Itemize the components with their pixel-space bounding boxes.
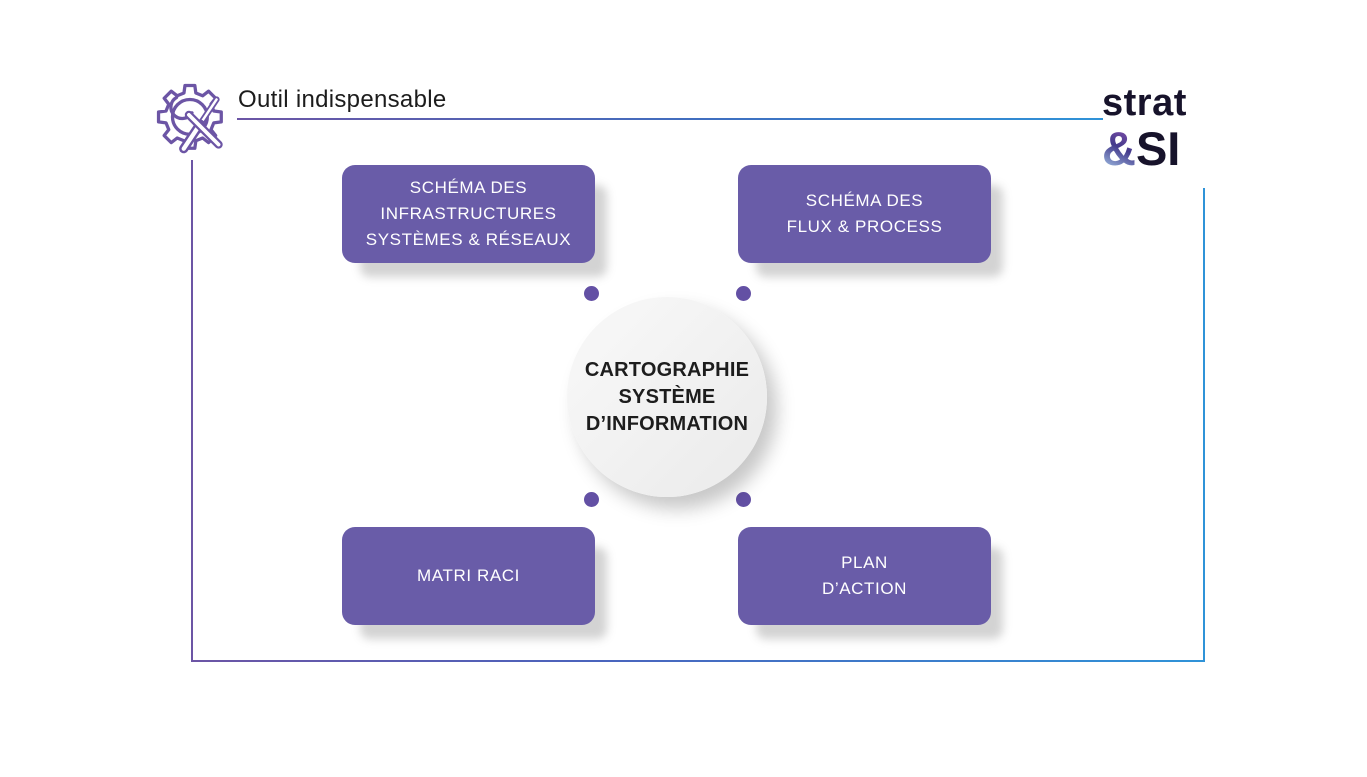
frame-line-right	[1203, 188, 1205, 661]
circle-line: D’INFORMATION	[585, 412, 749, 435]
box-schema-infrastructures: SCHÉMA DES INFRASTRUCTURES SYSTÈMES & RÉ…	[342, 165, 595, 263]
logo-text-strat: strat	[1102, 82, 1187, 124]
box-line: MATRI RACI	[417, 566, 520, 585]
logo-text-si: SI	[1135, 122, 1181, 175]
frame-line-top	[237, 118, 1103, 120]
box-matri-raci: MATRI RACI	[342, 527, 595, 625]
gear-tools-icon	[156, 83, 223, 154]
page-title: Outil indispensable	[238, 86, 447, 113]
strat-si-logo: strat &SI	[1102, 84, 1214, 172]
box-line: SCHÉMA DES	[409, 178, 528, 197]
box-schema-flux-process: SCHÉMA DES FLUX & PROCESS	[738, 165, 991, 263]
logo-ampersand: &	[1102, 122, 1136, 175]
box-line: INFRASTRUCTURES	[380, 204, 557, 223]
connector-dot-top-left	[584, 286, 599, 301]
connector-dot-bottom-right	[736, 492, 751, 507]
circle-line: CARTOGRAPHIE	[584, 358, 750, 381]
frame-line-left	[191, 160, 193, 661]
box-line: D’ACTION	[821, 579, 908, 598]
connector-dot-bottom-left	[584, 492, 599, 507]
frame-line-bottom	[191, 660, 1205, 662]
box-line: SCHÉMA DES	[805, 191, 924, 210]
box-line: FLUX & PROCESS	[786, 217, 943, 236]
connector-dot-top-right	[736, 286, 751, 301]
box-plan-action: PLAN D’ACTION	[738, 527, 991, 625]
center-circle-cartographie-si: CARTOGRAPHIE SYSTÈME D’INFORMATION	[567, 297, 767, 497]
logo-text-ampersand-si: &SI	[1102, 125, 1214, 172]
box-line: PLAN	[841, 553, 888, 572]
box-line: SYSTÈMES & RÉSEAUX	[365, 230, 572, 249]
circle-line: SYSTÈME	[618, 385, 716, 408]
